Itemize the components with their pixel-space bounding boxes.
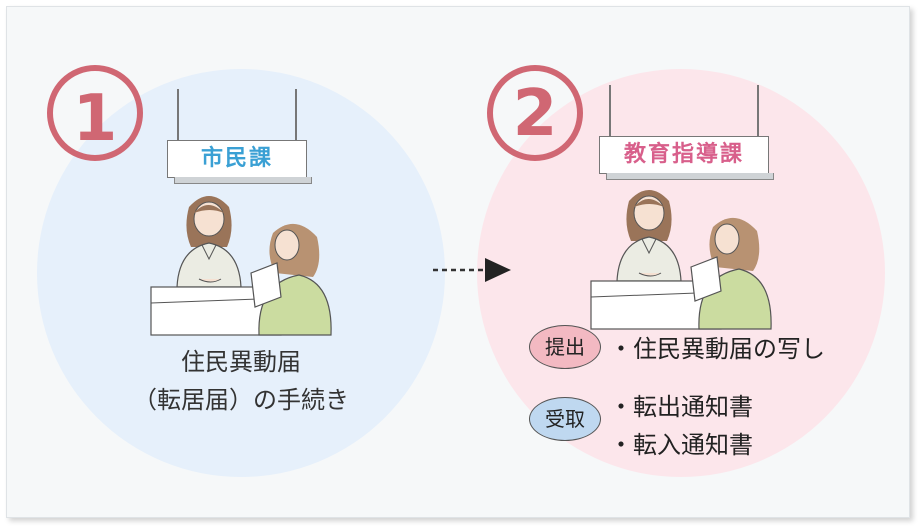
step2-sign: 教育指導課: [599, 136, 774, 180]
visitor-with-document-illustration: [590, 190, 772, 330]
step1-number: 1: [47, 65, 143, 161]
submit-item: ・住民異動届の写し: [609, 335, 825, 363]
counter-clerk-illustration: [150, 196, 332, 336]
step1-caption-line2: （転居届）の手続き: [133, 386, 349, 414]
receive-badge: 受取: [529, 397, 601, 441]
receive-item-1: ・転出通知書: [609, 393, 753, 421]
diagram-card: 1 2 市民課 教育指導課: [6, 6, 910, 518]
visitor-figure: [690, 217, 772, 330]
sign2-rope-right: [757, 85, 759, 137]
step1-sign: 市民課: [167, 140, 312, 184]
step2-number: 2: [487, 65, 583, 161]
step1-caption: 住民異動届 （転居届）の手続き: [117, 343, 365, 419]
receive-item-2: ・転入通知書: [609, 431, 753, 459]
submit-badge: 提出: [529, 325, 601, 369]
visitor-figure: [250, 223, 332, 336]
document-icon: [690, 256, 722, 302]
document-icon: [250, 262, 282, 308]
dashed-arrow-icon: [433, 258, 511, 282]
sign1-rope-right: [295, 89, 297, 141]
sign1-rope-left: [177, 89, 179, 141]
clerk-figure: [176, 196, 242, 288]
sign2-rope-left: [609, 85, 611, 137]
step1-caption-line1: 住民異動届: [181, 348, 301, 376]
clerk-figure: [616, 190, 682, 282]
